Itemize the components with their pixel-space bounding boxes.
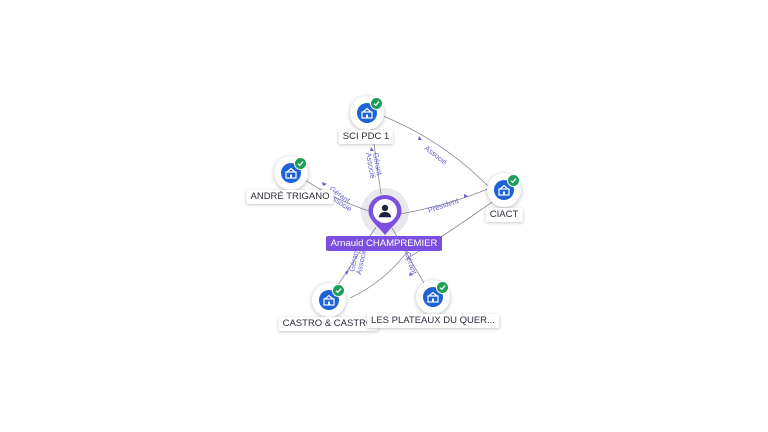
edge-castro-plateaux	[349, 247, 411, 299]
edge-arrow	[464, 194, 468, 198]
company-node-sci-pdc-1[interactable]	[350, 96, 384, 130]
company-label-ciact[interactable]: CIACT	[485, 208, 523, 222]
verified-check-icon	[436, 281, 449, 294]
company-label-les-plateaux[interactable]: LES PLATEAUX DU QUER...	[367, 314, 499, 328]
edge-arrow	[370, 147, 374, 151]
person-name-label[interactable]: Arnauld CHAMPREMIER	[326, 236, 442, 251]
edge-arrow	[409, 272, 413, 276]
company-node-les-plateaux[interactable]	[416, 280, 450, 314]
verified-check-icon	[332, 284, 345, 297]
edge-label-gerant-plateaux: Gérant	[403, 251, 419, 276]
edge-arrow	[345, 270, 349, 275]
edge-person-ciact	[399, 187, 491, 215]
edge-sci-pdc-1-ciact	[382, 115, 489, 187]
verified-check-icon	[370, 97, 383, 110]
user-icon	[378, 204, 392, 218]
company-label-castro-castro[interactable]: CASTRO & CASTRO	[278, 317, 378, 331]
company-label-andre-trigano[interactable]: ANDRÉ TRIGANO	[246, 190, 334, 204]
person-pin-icon	[368, 195, 402, 235]
person-node[interactable]	[361, 188, 409, 236]
edge-label-associe-sci-ciact: Associé	[423, 143, 449, 166]
edge-ciact-plateaux	[404, 199, 496, 261]
edge-person-andre-trigano	[301, 177, 370, 212]
company-node-ciact[interactable]	[487, 173, 521, 207]
company-node-castro-castro[interactable]	[312, 283, 346, 317]
edge-label-president-ciact: Président	[427, 196, 461, 215]
edge-label-gerant-sci: Gérant	[371, 152, 384, 177]
company-label-sci-pdc-1[interactable]: SCI PDC 1	[338, 130, 394, 144]
company-node-andre-trigano[interactable]	[274, 156, 308, 190]
edge-arrow	[322, 182, 327, 186]
edge-arrow	[418, 136, 422, 140]
verified-check-icon	[507, 174, 520, 187]
edge-label-associe-sci: Associé	[364, 152, 377, 179]
verified-check-icon	[294, 157, 307, 170]
